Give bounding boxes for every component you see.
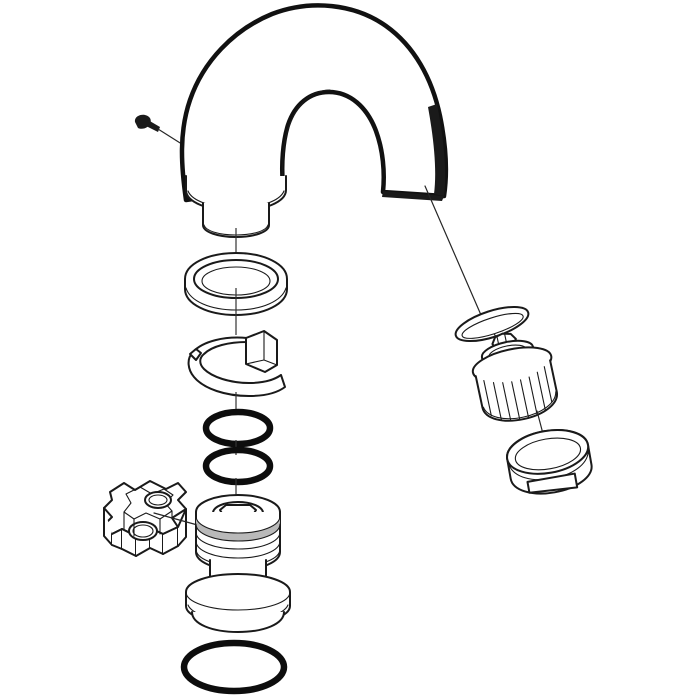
o-ring-upper — [202, 408, 274, 448]
mounting-bracket — [103, 480, 187, 557]
aerator-housing-cap — [506, 429, 593, 495]
spout-body — [179, 3, 449, 203]
aerator-insert — [471, 332, 558, 422]
retaining-c-clip — [187, 330, 286, 397]
leader-line-spout-to-gasket — [424, 185, 482, 316]
o-ring-base — [180, 639, 288, 695]
threaded-cartridge-body — [185, 494, 291, 633]
o-ring-lower — [202, 446, 274, 486]
spout-collar — [185, 175, 287, 238]
